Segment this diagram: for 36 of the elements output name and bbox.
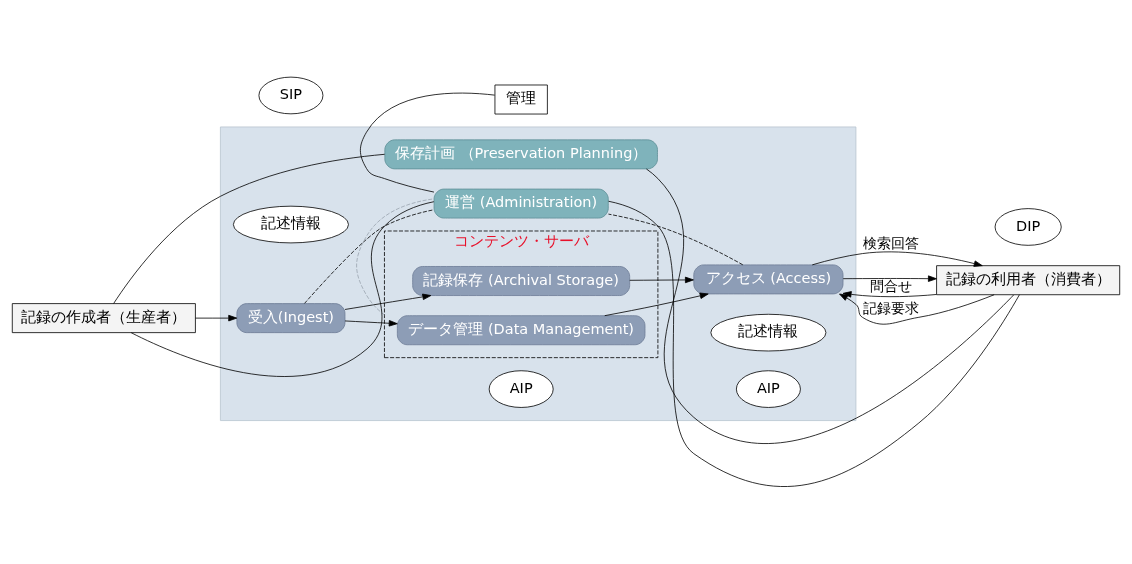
arrow [842, 275, 937, 282]
node-ellipse: SIP [258, 76, 324, 115]
cluster [220, 126, 857, 421]
node-box: 保存計画 （Preservation Planning） [384, 139, 658, 170]
node-box: 管理 [494, 84, 548, 115]
connector [356, 198, 435, 316]
arrow [839, 293, 995, 325]
node-ellipse: DIP [994, 208, 1062, 246]
node-box: アクセス (Access) [693, 264, 844, 295]
node-ellipse: AIP [735, 370, 801, 408]
connector [646, 168, 1015, 444]
node-ellipse: 記述情報 [710, 313, 827, 352]
arrow [344, 320, 398, 327]
connector [608, 200, 1020, 487]
edge-label: 検索回答 [862, 234, 919, 251]
node-ellipse: AIP [488, 370, 554, 408]
arrow [842, 291, 937, 298]
connector [304, 209, 435, 304]
arrow [811, 251, 983, 267]
node-ellipse: 記述情報 [232, 205, 349, 244]
node-box: 記録の作成者（生産者） [11, 303, 196, 334]
connector [113, 153, 386, 304]
connector [608, 213, 744, 266]
node-box: 記録の利用者（消費者） [936, 265, 1121, 296]
node-box: データ管理 (Data Management) [396, 315, 646, 346]
edge-label: 問合せ [869, 278, 912, 295]
node-box: 運営 (Administration) [433, 188, 609, 219]
arrow [195, 314, 238, 322]
edge-label: 記録要求 [862, 299, 919, 316]
arrow [344, 293, 432, 310]
node-box: 受入(Ingest) [236, 303, 346, 334]
connector [130, 201, 435, 377]
node-box: 記録保存 (Archival Storage) [412, 266, 631, 296]
arrow [604, 292, 709, 317]
connector [359, 92, 496, 193]
arrow [629, 276, 694, 284]
